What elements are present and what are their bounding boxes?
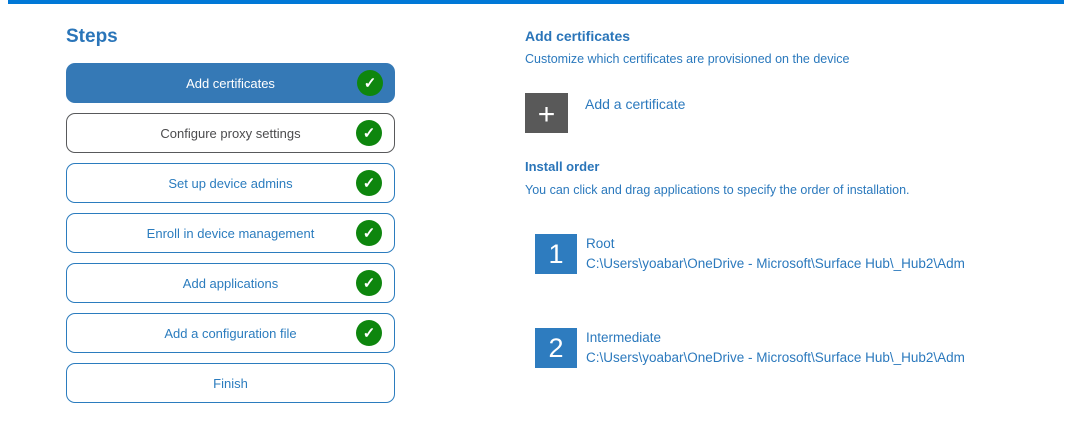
check-icon: ✓ [356,120,382,146]
steps-panel: Steps Add certificates ✓ Configure proxy… [66,26,395,413]
step-label: Set up device admins [168,175,293,191]
install-order-list: 1 Root C:\Users\yoabar\OneDrive - Micros… [525,234,1070,368]
add-certificate-label: Add a certificate [585,96,686,112]
install-order-title: Install order [525,159,600,174]
check-glyph: ✓ [362,125,376,142]
step-label: Finish [213,375,248,391]
certificate-name: Root [586,236,615,251]
install-item-text: Intermediate C:\Users\yoabar\OneDrive - … [586,328,965,368]
step-label: Add a configuration file [164,325,297,341]
step-set-up-device-admins[interactable]: Set up device admins ✓ [66,163,395,203]
steps-panel-title: Steps [66,26,118,47]
plus-glyph: + [537,98,556,131]
check-glyph: ✓ [362,275,376,292]
plus-icon[interactable]: + [525,93,568,133]
add-certificate-button[interactable]: + Add a certificate [525,93,755,133]
certificate-name: Intermediate [586,330,662,345]
step-add-a-configuration-file[interactable]: Add a configuration file ✓ [66,313,395,353]
order-number: 1 [548,238,564,269]
order-number: 2 [548,332,564,363]
check-icon: ✓ [356,320,382,346]
check-glyph: ✓ [363,75,377,92]
step-label: Add applications [182,275,279,291]
install-item-root[interactable]: 1 Root C:\Users\yoabar\OneDrive - Micros… [535,234,1070,274]
certificate-path: C:\Users\yoabar\OneDrive - Microsoft\Sur… [586,350,965,365]
step-add-applications[interactable]: Add applications ✓ [66,263,395,303]
step-add-certificates[interactable]: Add certificates ✓ [66,63,395,103]
accent-top-bar [8,0,1064,4]
install-order-description: You can click and drag applications to s… [525,183,910,197]
content-panel: Add certificates Customize which certifi… [525,0,1070,422]
check-glyph: ✓ [362,175,376,192]
step-enroll-in-device-management[interactable]: Enroll in device management ✓ [66,213,395,253]
step-label: Configure proxy settings [160,125,301,141]
step-label: Enroll in device management [146,225,315,241]
order-number-tile: 1 [535,234,577,274]
page-subtitle: Customize which certificates are provisi… [525,52,850,66]
check-icon: ✓ [357,70,383,96]
page-title: Add certificates [525,28,631,44]
step-label: Add certificates [186,75,275,91]
install-item-text: Root C:\Users\yoabar\OneDrive - Microsof… [586,234,965,274]
install-item-intermediate[interactable]: 2 Intermediate C:\Users\yoabar\OneDrive … [535,328,1070,368]
step-configure-proxy-settings[interactable]: Configure proxy settings ✓ [66,113,395,153]
check-glyph: ✓ [362,225,376,242]
certificate-path: C:\Users\yoabar\OneDrive - Microsoft\Sur… [586,256,965,271]
check-icon: ✓ [356,270,382,296]
check-icon: ✓ [356,170,382,196]
check-icon: ✓ [356,220,382,246]
order-number-tile: 2 [535,328,577,368]
check-glyph: ✓ [362,325,376,342]
step-finish[interactable]: Finish [66,363,395,403]
